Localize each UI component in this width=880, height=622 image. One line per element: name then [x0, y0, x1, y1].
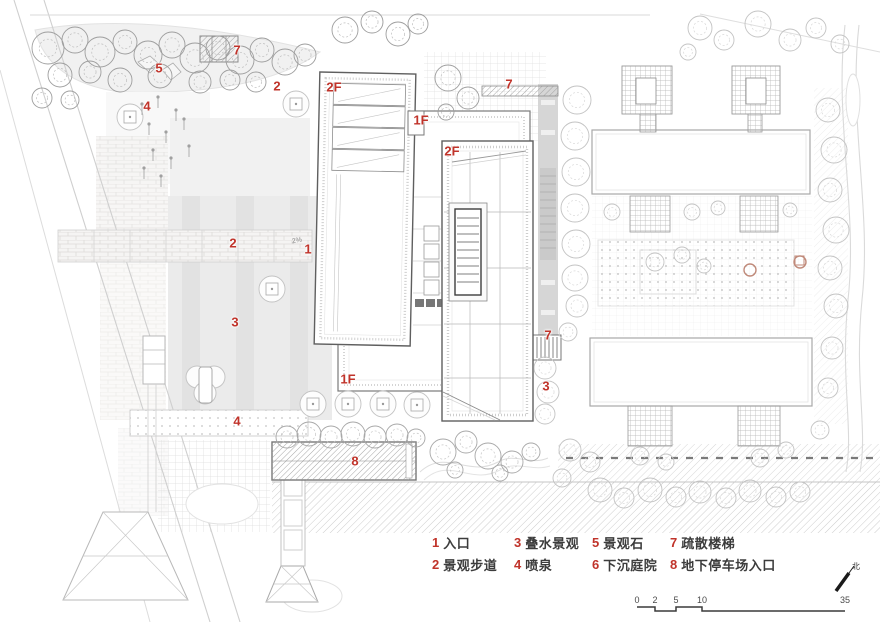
tree-band-north — [31, 10, 480, 121]
legend-item-label: 景观石 — [603, 535, 644, 551]
residential-compound — [589, 65, 813, 447]
plan-marker-4: 4 — [233, 413, 241, 429]
legend-item-number: 2 — [432, 556, 440, 572]
building-c-2f — [441, 140, 534, 422]
scale-tick-10: 10 — [696, 595, 708, 605]
landscape-walkway — [57, 229, 313, 263]
legend-item-label: 喷泉 — [525, 557, 553, 573]
fountain-jets — [140, 95, 191, 187]
building-a-connector — [407, 110, 425, 136]
stair-band-top — [481, 85, 559, 97]
legend-item-number: 1 — [432, 534, 440, 550]
legend-item-label: 地下停车场入口 — [681, 557, 776, 573]
scale-tick-5: 5 — [673, 595, 679, 605]
building-a-2f — [313, 71, 417, 347]
south-corridor — [265, 467, 319, 603]
plan-marker-5: 5 — [155, 60, 163, 76]
north-arrow-icon — [834, 565, 855, 593]
legend-item-label: 疏散楼梯 — [681, 535, 736, 551]
trees-compound — [533, 10, 850, 509]
ramp-structures — [62, 335, 189, 601]
north-label: 北 — [852, 562, 860, 571]
legend-item-number: 5 — [592, 534, 600, 550]
floor-label-2f: 2F — [444, 143, 460, 159]
bushes-south — [275, 421, 541, 482]
plan-marker-7: 7 — [233, 42, 241, 58]
scale-tick-35: 35 — [839, 595, 851, 605]
plan-marker-1: 1 — [304, 241, 312, 257]
residential-slab-bottom — [589, 337, 813, 407]
legend-item-label: 叠水景观 — [525, 535, 580, 551]
stair-core — [448, 202, 488, 302]
scale-tick-2: 2 — [652, 595, 658, 605]
parking-ramp — [271, 441, 417, 481]
legend-item-number: 6 — [592, 556, 600, 572]
residential-slab-top — [591, 129, 811, 195]
plan-marker-3: 3 — [542, 378, 550, 394]
legend-item-number: 8 — [670, 556, 678, 572]
plan-marker-4: 4 — [143, 98, 151, 114]
legend-item-number: 3 — [514, 534, 522, 550]
plan-marker-7: 7 — [544, 327, 552, 343]
scale-bar — [637, 606, 845, 612]
plan-marker-3: 3 — [231, 314, 239, 330]
plan-marker-8: 8 — [351, 453, 359, 469]
floor-label-1f: 1F — [413, 112, 429, 128]
plan-marker-2: 2 — [229, 235, 237, 251]
flower-planter — [185, 365, 226, 405]
legend-item-number: 4 — [514, 556, 522, 572]
legend-item-label: 下沉庭院 — [603, 557, 658, 573]
tree-planters — [116, 90, 431, 419]
scale-tick-0: 0 — [634, 595, 640, 605]
fountain-strip — [129, 409, 309, 437]
plan-marker-7: 7 — [505, 76, 513, 92]
floor-label-1f: 1F — [340, 371, 356, 387]
legend-item-number: 7 — [670, 534, 678, 550]
floor-label-2f: 2F — [326, 79, 342, 95]
legend-item-label: 入口 — [443, 535, 471, 551]
legend-item-label: 景观步道 — [443, 557, 498, 573]
plan-marker-2: 2 — [273, 78, 281, 94]
walk-strip — [481, 84, 562, 361]
